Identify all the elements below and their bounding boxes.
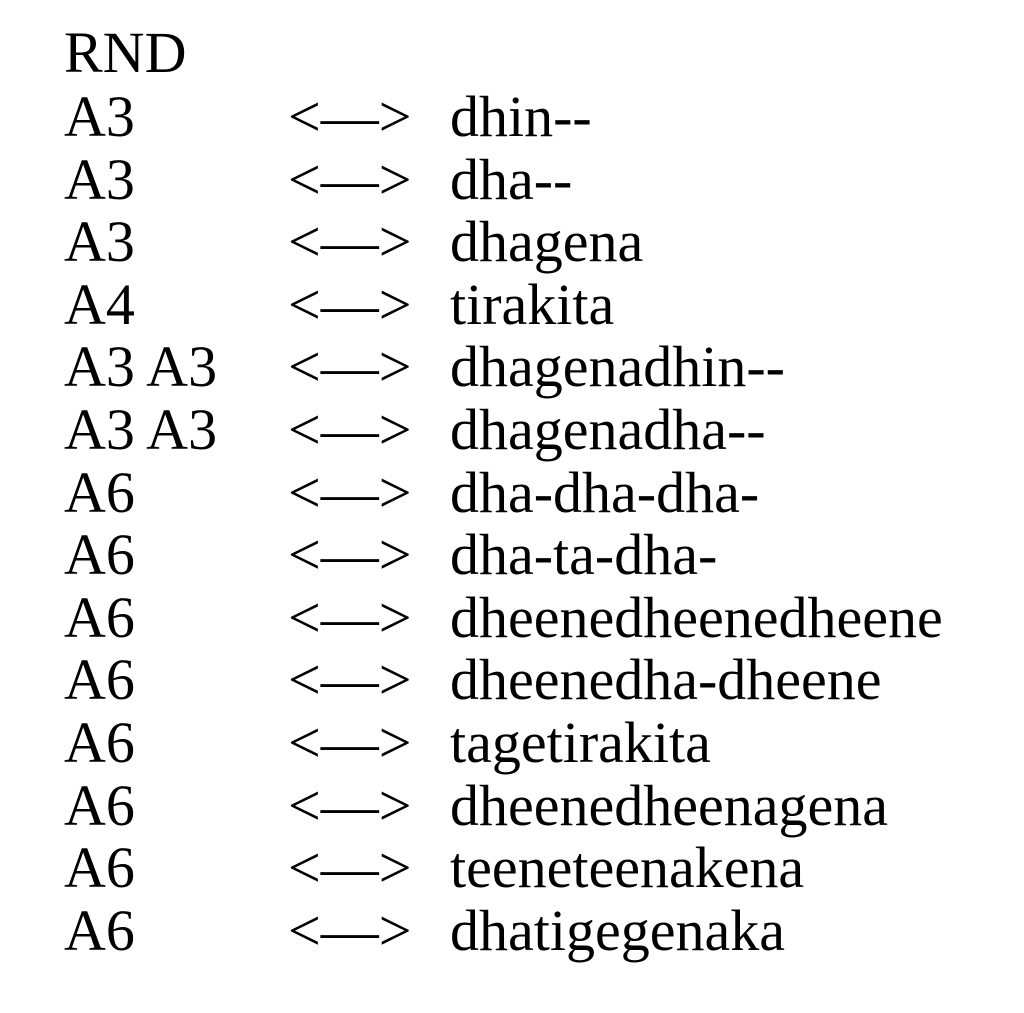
- row-code: A4: [64, 271, 135, 337]
- bidirectional-arrow: <—>: [288, 522, 412, 588]
- row-bol: tagetirakita: [450, 709, 711, 775]
- mapping-row: A6 <—> dhatigegenaka: [64, 897, 1004, 963]
- row-code: A6: [64, 897, 135, 963]
- row-bol: dhagenadha--: [450, 396, 766, 462]
- mapping-row: A4 <—> tirakita: [64, 271, 1004, 337]
- row-code: A6: [64, 584, 135, 650]
- bidirectional-arrow: <—>: [288, 459, 412, 525]
- mapping-row: A3 <—> dha--: [64, 146, 1004, 212]
- bidirectional-arrow: <—>: [288, 709, 412, 775]
- mapping-row: A6 <—> dheenedha-dheene: [64, 649, 1004, 712]
- bidirectional-arrow: <—>: [288, 84, 412, 149]
- mapping-row: A3 <—> dhagena: [64, 211, 1004, 274]
- bidirectional-arrow: <—>: [288, 647, 412, 713]
- bidirectional-arrow: <—>: [288, 396, 412, 462]
- mapping-row: A3 <—> dhin--: [64, 86, 1004, 149]
- row-bol: dha--: [450, 146, 573, 212]
- bidirectional-arrow: <—>: [288, 835, 412, 901]
- mapping-row: A6 <—> dheenedheenagena: [64, 772, 1004, 838]
- row-bol: dheenedheenagena: [450, 772, 888, 838]
- row-bol: tirakita: [450, 271, 615, 337]
- bidirectional-arrow: <—>: [288, 271, 412, 337]
- mapping-row: A6 <—> dha-ta-dha-: [64, 524, 1004, 587]
- row-bol: dhagenadhin--: [450, 334, 785, 400]
- row-code: A6: [64, 647, 135, 713]
- row-code: A3 A3: [64, 396, 218, 462]
- row-code: A6: [64, 522, 135, 588]
- mapping-row: A3 A3 <—> dhagenadhin--: [64, 336, 1004, 399]
- bidirectional-arrow: <—>: [288, 897, 412, 963]
- mapping-row: A6 <—> dheenedheenedheene: [64, 584, 1004, 650]
- row-code: A6: [64, 709, 135, 775]
- row-code: A6: [64, 772, 135, 838]
- bidirectional-arrow: <—>: [288, 584, 412, 650]
- row-bol: dheenedheenedheene: [450, 584, 943, 650]
- heading: RND: [64, 20, 187, 85]
- row-code: A3: [64, 146, 135, 212]
- row-bol: dha-ta-dha-: [450, 522, 718, 588]
- row-bol: dha-dha-dha-: [450, 459, 760, 525]
- row-code: A3 A3: [64, 334, 218, 400]
- row-bol: dhagena: [450, 209, 644, 275]
- row-bol: teeneteenakena: [450, 835, 805, 901]
- mapping-row: A6 <—> tagetirakita: [64, 709, 1004, 775]
- bidirectional-arrow: <—>: [288, 209, 412, 275]
- bidirectional-arrow: <—>: [288, 334, 412, 400]
- row-bol: dhatigegenaka: [450, 897, 785, 963]
- bidirectional-arrow: <—>: [288, 772, 412, 838]
- mapping-row: A6 <—> teeneteenakena: [64, 837, 1004, 900]
- row-code: A6: [64, 459, 135, 525]
- mapping-row: A6 <—> dha-dha-dha-: [64, 459, 1004, 525]
- row-code: A3: [64, 209, 135, 275]
- row-bol: dheenedha-dheene: [450, 647, 882, 713]
- row-code: A6: [64, 835, 135, 901]
- row-code: A3: [64, 84, 135, 149]
- bidirectional-arrow: <—>: [288, 146, 412, 212]
- mapping-row: A3 A3 <—> dhagenadha--: [64, 396, 1004, 462]
- row-bol: dhin--: [450, 84, 592, 149]
